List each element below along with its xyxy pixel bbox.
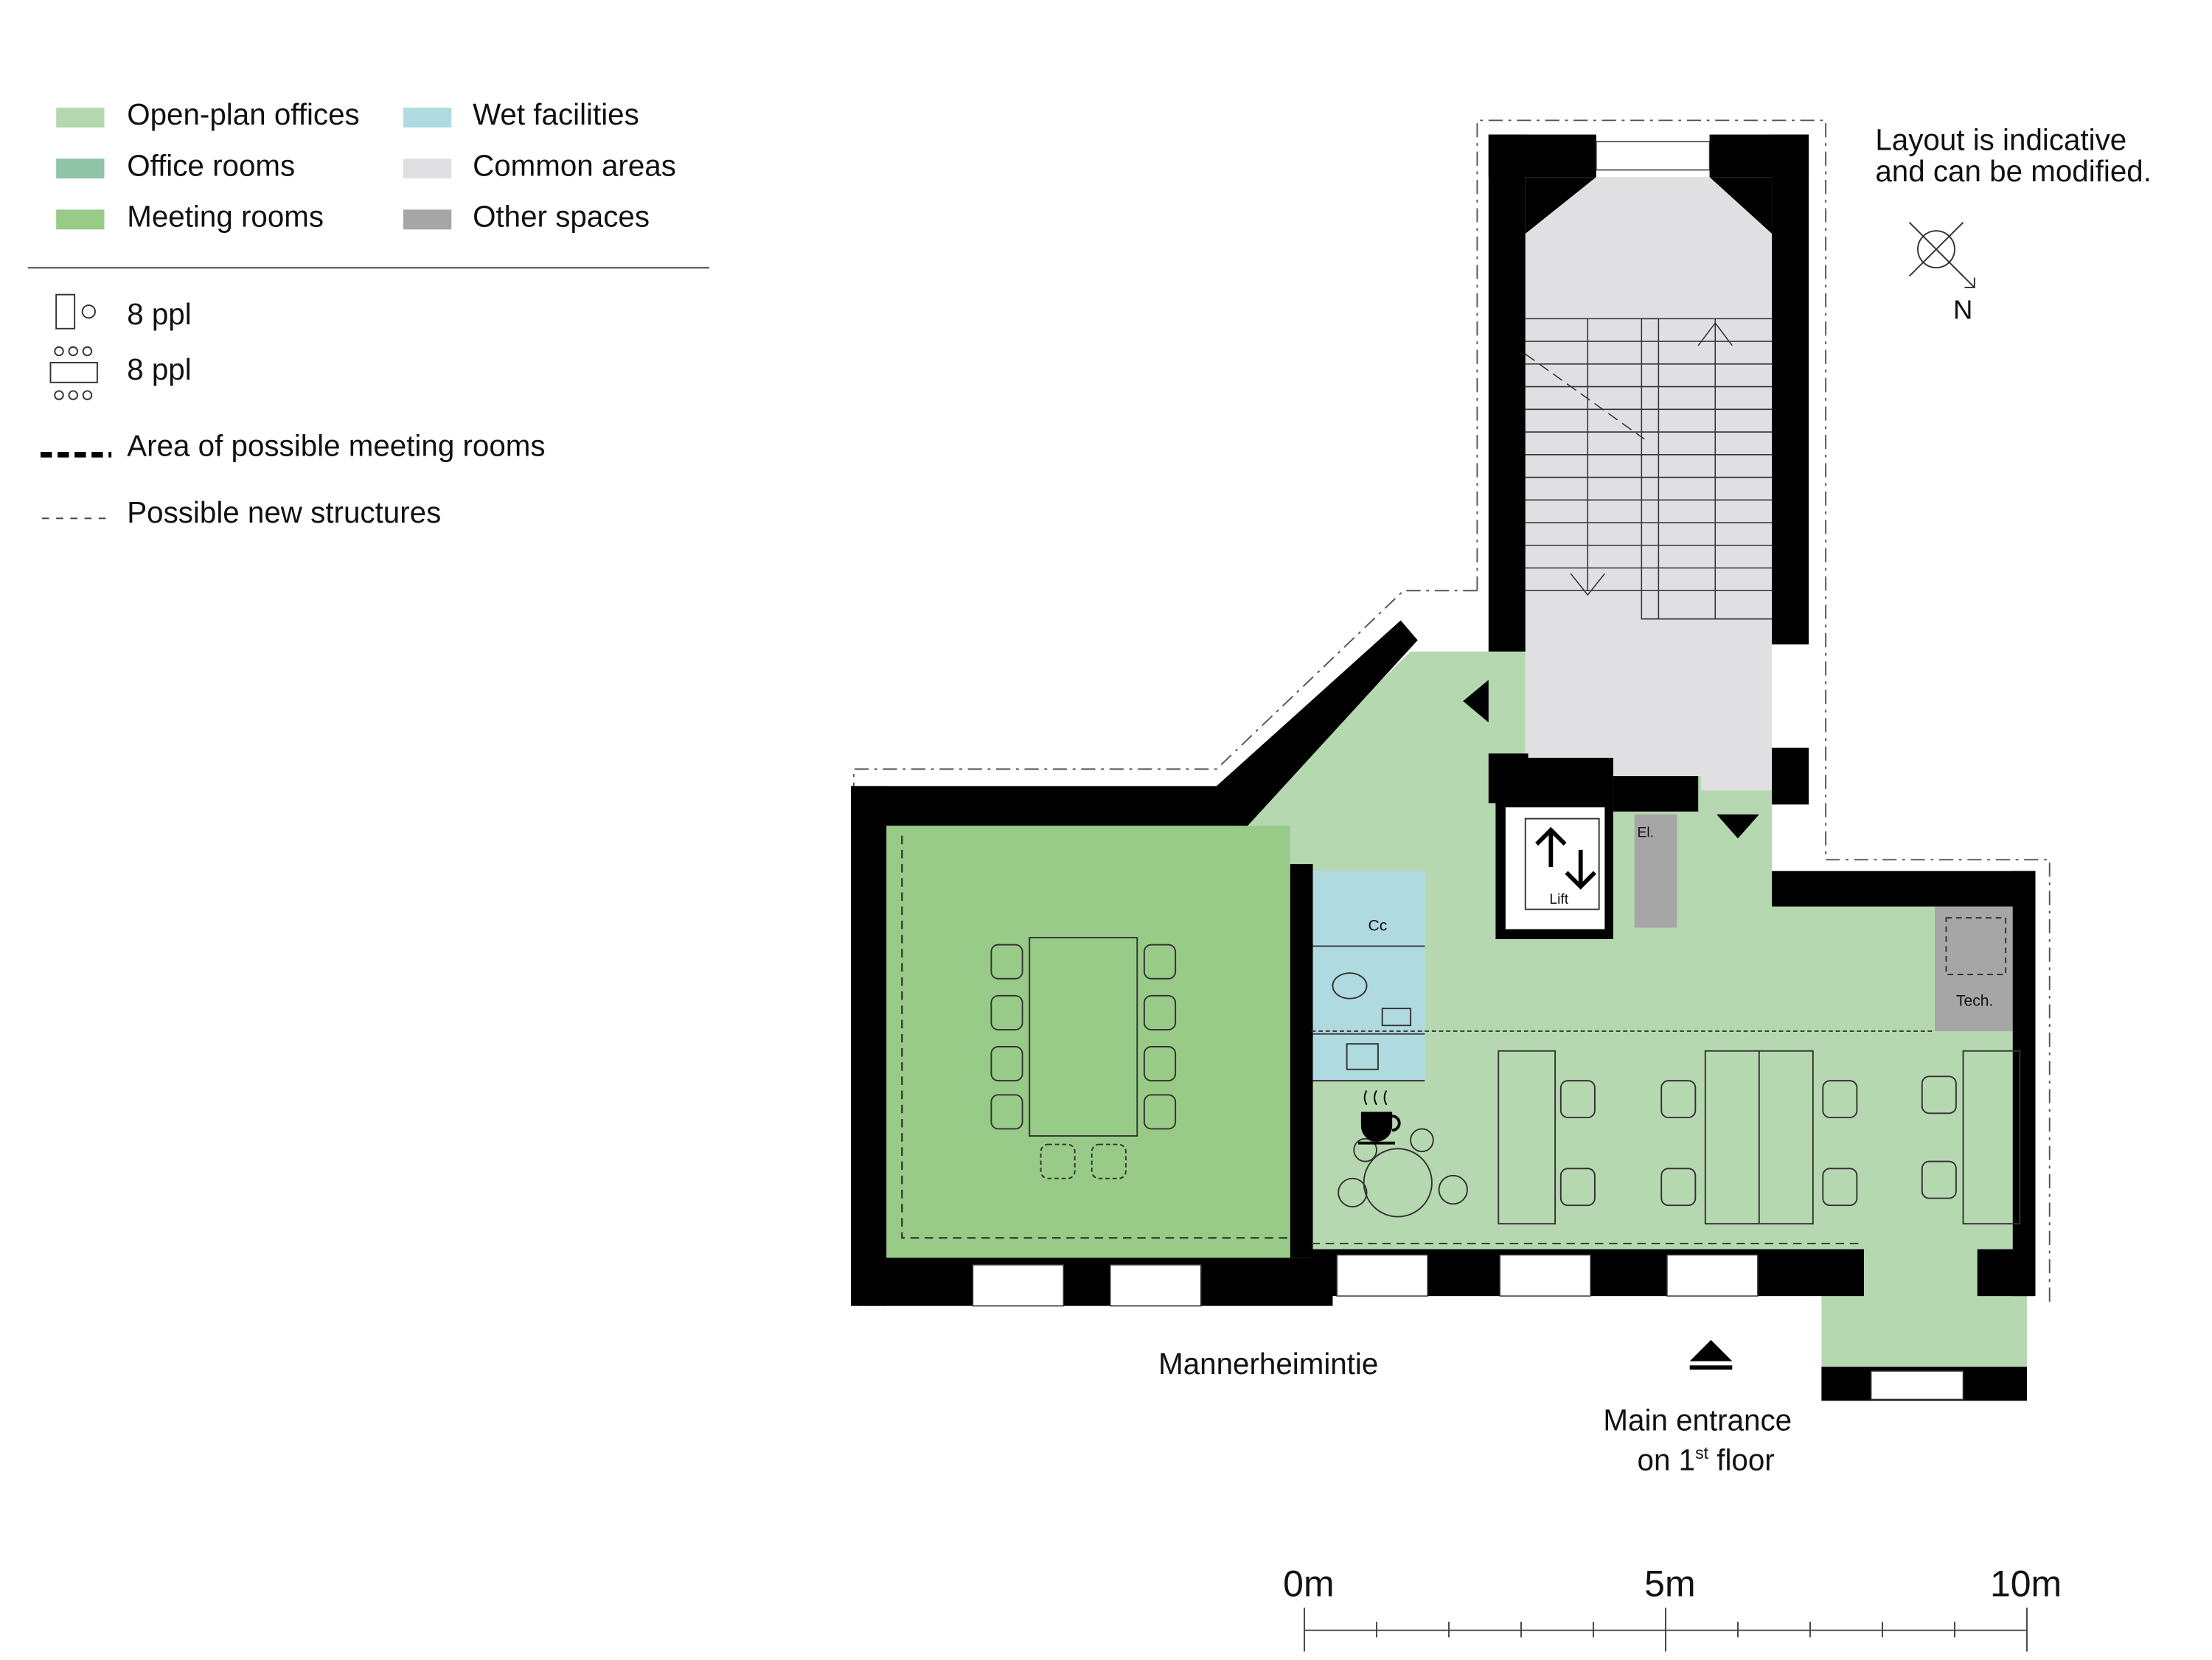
tech-label: Tech. — [1956, 992, 1993, 1009]
legend-label-meeting-rooms: Meeting rooms — [127, 199, 324, 233]
possible-meeting-area-line — [901, 835, 1290, 1239]
entrance-marker-icon — [1555, 766, 1595, 788]
scale-label-0: 0m — [1283, 1563, 1334, 1605]
entrance-marker-icon — [1717, 814, 1759, 839]
staircase-common-area — [1525, 177, 1773, 791]
coffee-icon — [1358, 1090, 1401, 1145]
compass-north-label: N — [1953, 294, 1972, 324]
lift-arrows-icon — [1535, 826, 1596, 890]
stairs — [1525, 318, 1773, 620]
note-line-1: Layout is indicative — [1875, 123, 2126, 157]
scale-bar: 0m 5m 10m — [1283, 1563, 2062, 1652]
legend-label-meeting-area: Area of possible meeting rooms — [127, 429, 545, 463]
legend-swatch-open-plan — [56, 108, 105, 128]
legend-swatch-wet — [403, 108, 452, 128]
main-entrance-floor-label: on 1st floor — [1638, 1443, 1775, 1477]
legend-label-wet: Wet facilities — [473, 97, 639, 131]
legend-label-new-structures: Possible new structures — [127, 495, 441, 529]
main-entrance-icon — [1689, 1339, 1733, 1370]
legend-swatch-common — [403, 158, 452, 179]
compass-icon — [1908, 221, 1975, 289]
workstations — [1311, 1030, 2021, 1245]
windows — [972, 141, 1964, 1401]
lift-label: Lift — [1549, 892, 1568, 907]
toilet-icon — [1311, 945, 1425, 1082]
legend-label-other: Other spaces — [473, 199, 650, 233]
note-line-2: and can be modified. — [1875, 154, 2152, 188]
desk-chair-icon — [55, 293, 96, 329]
meeting-chairs — [990, 944, 1177, 1179]
entrance-marker-icon — [1463, 680, 1489, 722]
table-chairs-icon — [49, 346, 98, 400]
legend: Open-plan offices Office rooms Meeting r… — [27, 97, 709, 529]
legend-capacity-1: 8 ppl — [127, 297, 191, 331]
electrical-room — [1634, 814, 1677, 928]
scale-label-5: 5m — [1644, 1563, 1695, 1605]
electrical-label: El. — [1638, 826, 1654, 841]
legend-label-open-plan: Open-plan offices — [127, 97, 359, 131]
tech-room — [1935, 906, 2014, 1031]
legend-label-office-rooms: Office rooms — [127, 148, 295, 182]
scale-label-10: 10m — [1990, 1563, 2062, 1605]
wet-facilities — [1311, 871, 1425, 1081]
legend-swatch-other — [403, 209, 452, 230]
floor-plan: Cc El. Tech. Lift — [851, 119, 2051, 1401]
new-structures-outline-west — [853, 590, 1478, 1303]
main-entrance-label: Main entrance — [1603, 1403, 1792, 1437]
meeting-table — [1029, 937, 1138, 1137]
legend-swatch-office-rooms — [56, 158, 105, 179]
legend-label-common: Common areas — [473, 148, 676, 182]
legend-capacity-2: 8 ppl — [127, 352, 191, 386]
street-label: Mannerheimintie — [1158, 1347, 1378, 1381]
cleaning-closet-label: Cc — [1368, 917, 1387, 934]
legend-swatch-meeting-rooms — [56, 209, 105, 230]
